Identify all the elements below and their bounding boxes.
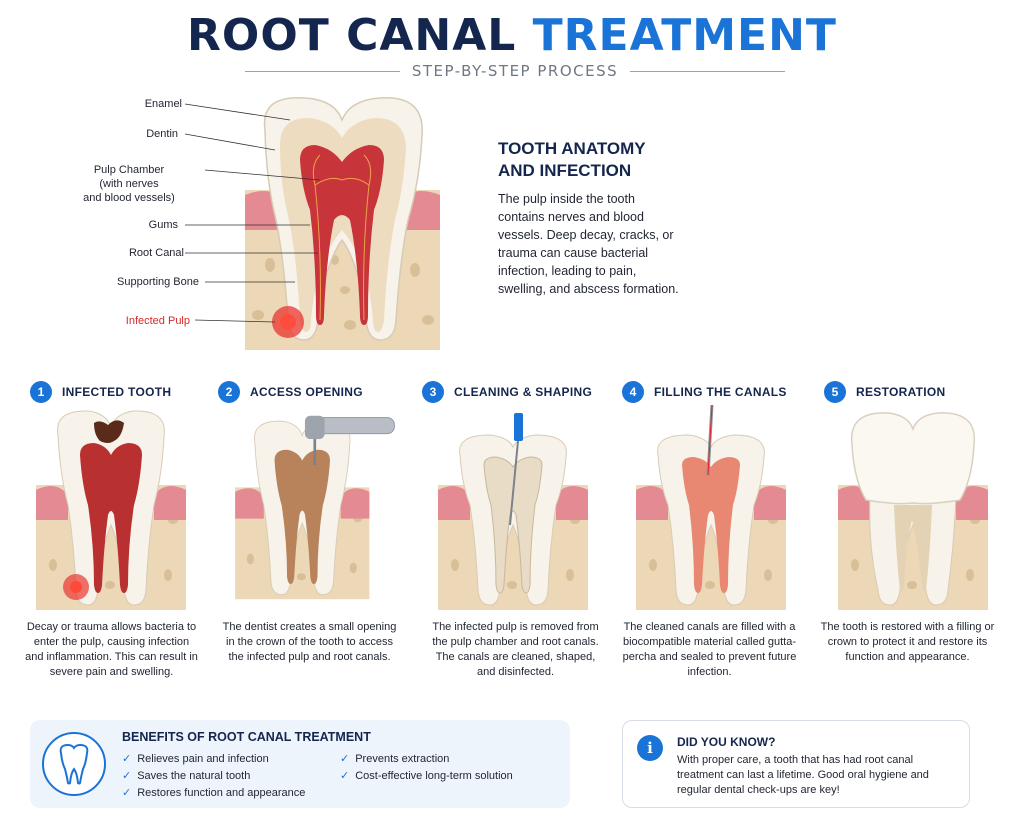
- step-2-illustration: [235, 415, 395, 600]
- step-1-title: INFECTED TOOTH: [62, 385, 172, 399]
- step-4-header: 4 FILLING THE CANALS: [622, 381, 787, 403]
- anatomy-pulp: [300, 145, 384, 325]
- step-1-illustration: [36, 410, 186, 610]
- page-title: ROOT CANAL TREATMENT: [0, 10, 1024, 61]
- benefits-panel: BENEFITS OF ROOT CANAL TREATMENT ✓ Relie…: [30, 720, 570, 808]
- step-4-title: FILLING THE CANALS: [654, 385, 787, 399]
- step-5-description: The tooth is restored with a filling or …: [820, 621, 995, 663]
- step-1-description: Decay or trauma allows bacteria to enter…: [25, 621, 198, 678]
- step-5-illustration: [838, 412, 988, 610]
- label-infected-pulp: Infected Pulp: [125, 315, 190, 327]
- benefit-item: ✓ Cost-effective long-term solution: [340, 769, 513, 783]
- page-subtitle: STEP-BY-STEP PROCESS: [411, 62, 619, 80]
- step-4-number: 4: [622, 381, 644, 403]
- anatomy-info-title-line-2: AND INFECTION: [498, 161, 632, 180]
- tooth-anatomy-illustration: [184, 97, 440, 350]
- check-icon: ✓: [340, 753, 350, 765]
- step-3-number: 3: [422, 381, 444, 403]
- anatomy-nerves: [312, 154, 372, 321]
- benefit-item-label: Cost-effective long-term solution: [355, 769, 513, 782]
- benefit-item-label: Saves the natural tooth: [137, 769, 251, 782]
- label-gums: Gums: [148, 219, 178, 231]
- anatomy-info-title-line-1: TOOTH ANATOMY: [498, 139, 646, 158]
- step-1-header: 1 INFECTED TOOTH: [30, 381, 171, 403]
- step-1-number: 1: [30, 381, 52, 403]
- anatomy-info-title: TOOTH ANATOMY AND INFECTION: [498, 138, 718, 182]
- label-supporting-bone: Supporting Bone: [117, 276, 199, 288]
- benefit-item-label: Prevents extraction: [355, 752, 450, 765]
- tooth-outline-icon: [42, 732, 106, 796]
- step-2-header: 2 ACCESS OPENING: [218, 381, 363, 403]
- label-root-canal: Root Canal: [128, 247, 184, 259]
- info-icon: i: [637, 735, 663, 761]
- benefit-item-label: Restores function and appearance: [137, 786, 306, 799]
- benefit-item: ✓ Restores function and appearance: [122, 786, 306, 800]
- subtitle-divider-right: [630, 70, 786, 72]
- anatomy-bone-pores: [252, 215, 434, 330]
- step-5-title: RESTORATION: [856, 385, 946, 399]
- benefit-item-label: Relieves pain and infection: [137, 752, 269, 765]
- label-pulp-chamber: Pulp Chamber (with nerves and blood vess…: [60, 163, 198, 205]
- benefit-item: ✓ Prevents extraction: [340, 752, 450, 766]
- anatomy-leader-lines: [184, 103, 321, 323]
- benefit-item: ✓ Relieves pain and infection: [122, 752, 269, 766]
- step-3-header: 3 CLEANING & SHAPING: [422, 381, 592, 403]
- step-5-header: 5 RESTORATION: [824, 381, 946, 403]
- did-you-know-title: DID YOU KNOW?: [677, 735, 776, 749]
- label-pulp-chamber-line-3: and blood vessels): [83, 192, 175, 204]
- step-2-description: The dentist creates a small opening in t…: [222, 621, 397, 663]
- step-2-title: ACCESS OPENING: [250, 385, 363, 399]
- step-3-illustration: [438, 413, 588, 610]
- did-you-know-panel: i DID YOU KNOW? With proper care, a toot…: [622, 720, 970, 808]
- title-part-2: TREATMENT: [532, 10, 837, 61]
- check-icon: ✓: [340, 770, 350, 782]
- step-3-description: The infected pulp is removed from the pu…: [432, 621, 599, 678]
- check-icon: ✓: [122, 770, 132, 782]
- check-icon: ✓: [122, 787, 132, 799]
- label-pulp-chamber-line-2: (with nerves: [99, 178, 159, 190]
- step-4-illustration: [636, 405, 786, 610]
- benefits-title: BENEFITS OF ROOT CANAL TREATMENT: [122, 730, 371, 744]
- did-you-know-text: With proper care, a tooth that has had r…: [677, 754, 929, 796]
- step-4-description: The cleaned canals are filled with a bio…: [622, 621, 797, 678]
- step-5-number: 5: [824, 381, 846, 403]
- step-2-number: 2: [218, 381, 240, 403]
- anatomy-info-text: The pulp inside the tooth contains nerve…: [498, 192, 679, 296]
- label-dentin: Dentin: [146, 128, 178, 140]
- title-part-1: ROOT CANAL: [187, 10, 517, 61]
- benefit-item: ✓ Saves the natural tooth: [122, 769, 251, 783]
- subtitle-row: STEP-BY-STEP PROCESS: [245, 60, 786, 82]
- step-3-title: CLEANING & SHAPING: [454, 385, 593, 399]
- subtitle-divider-left: [245, 70, 400, 72]
- label-pulp-chamber-line-1: Pulp Chamber: [93, 164, 165, 176]
- label-enamel: Enamel: [144, 98, 182, 110]
- check-icon: ✓: [122, 753, 132, 765]
